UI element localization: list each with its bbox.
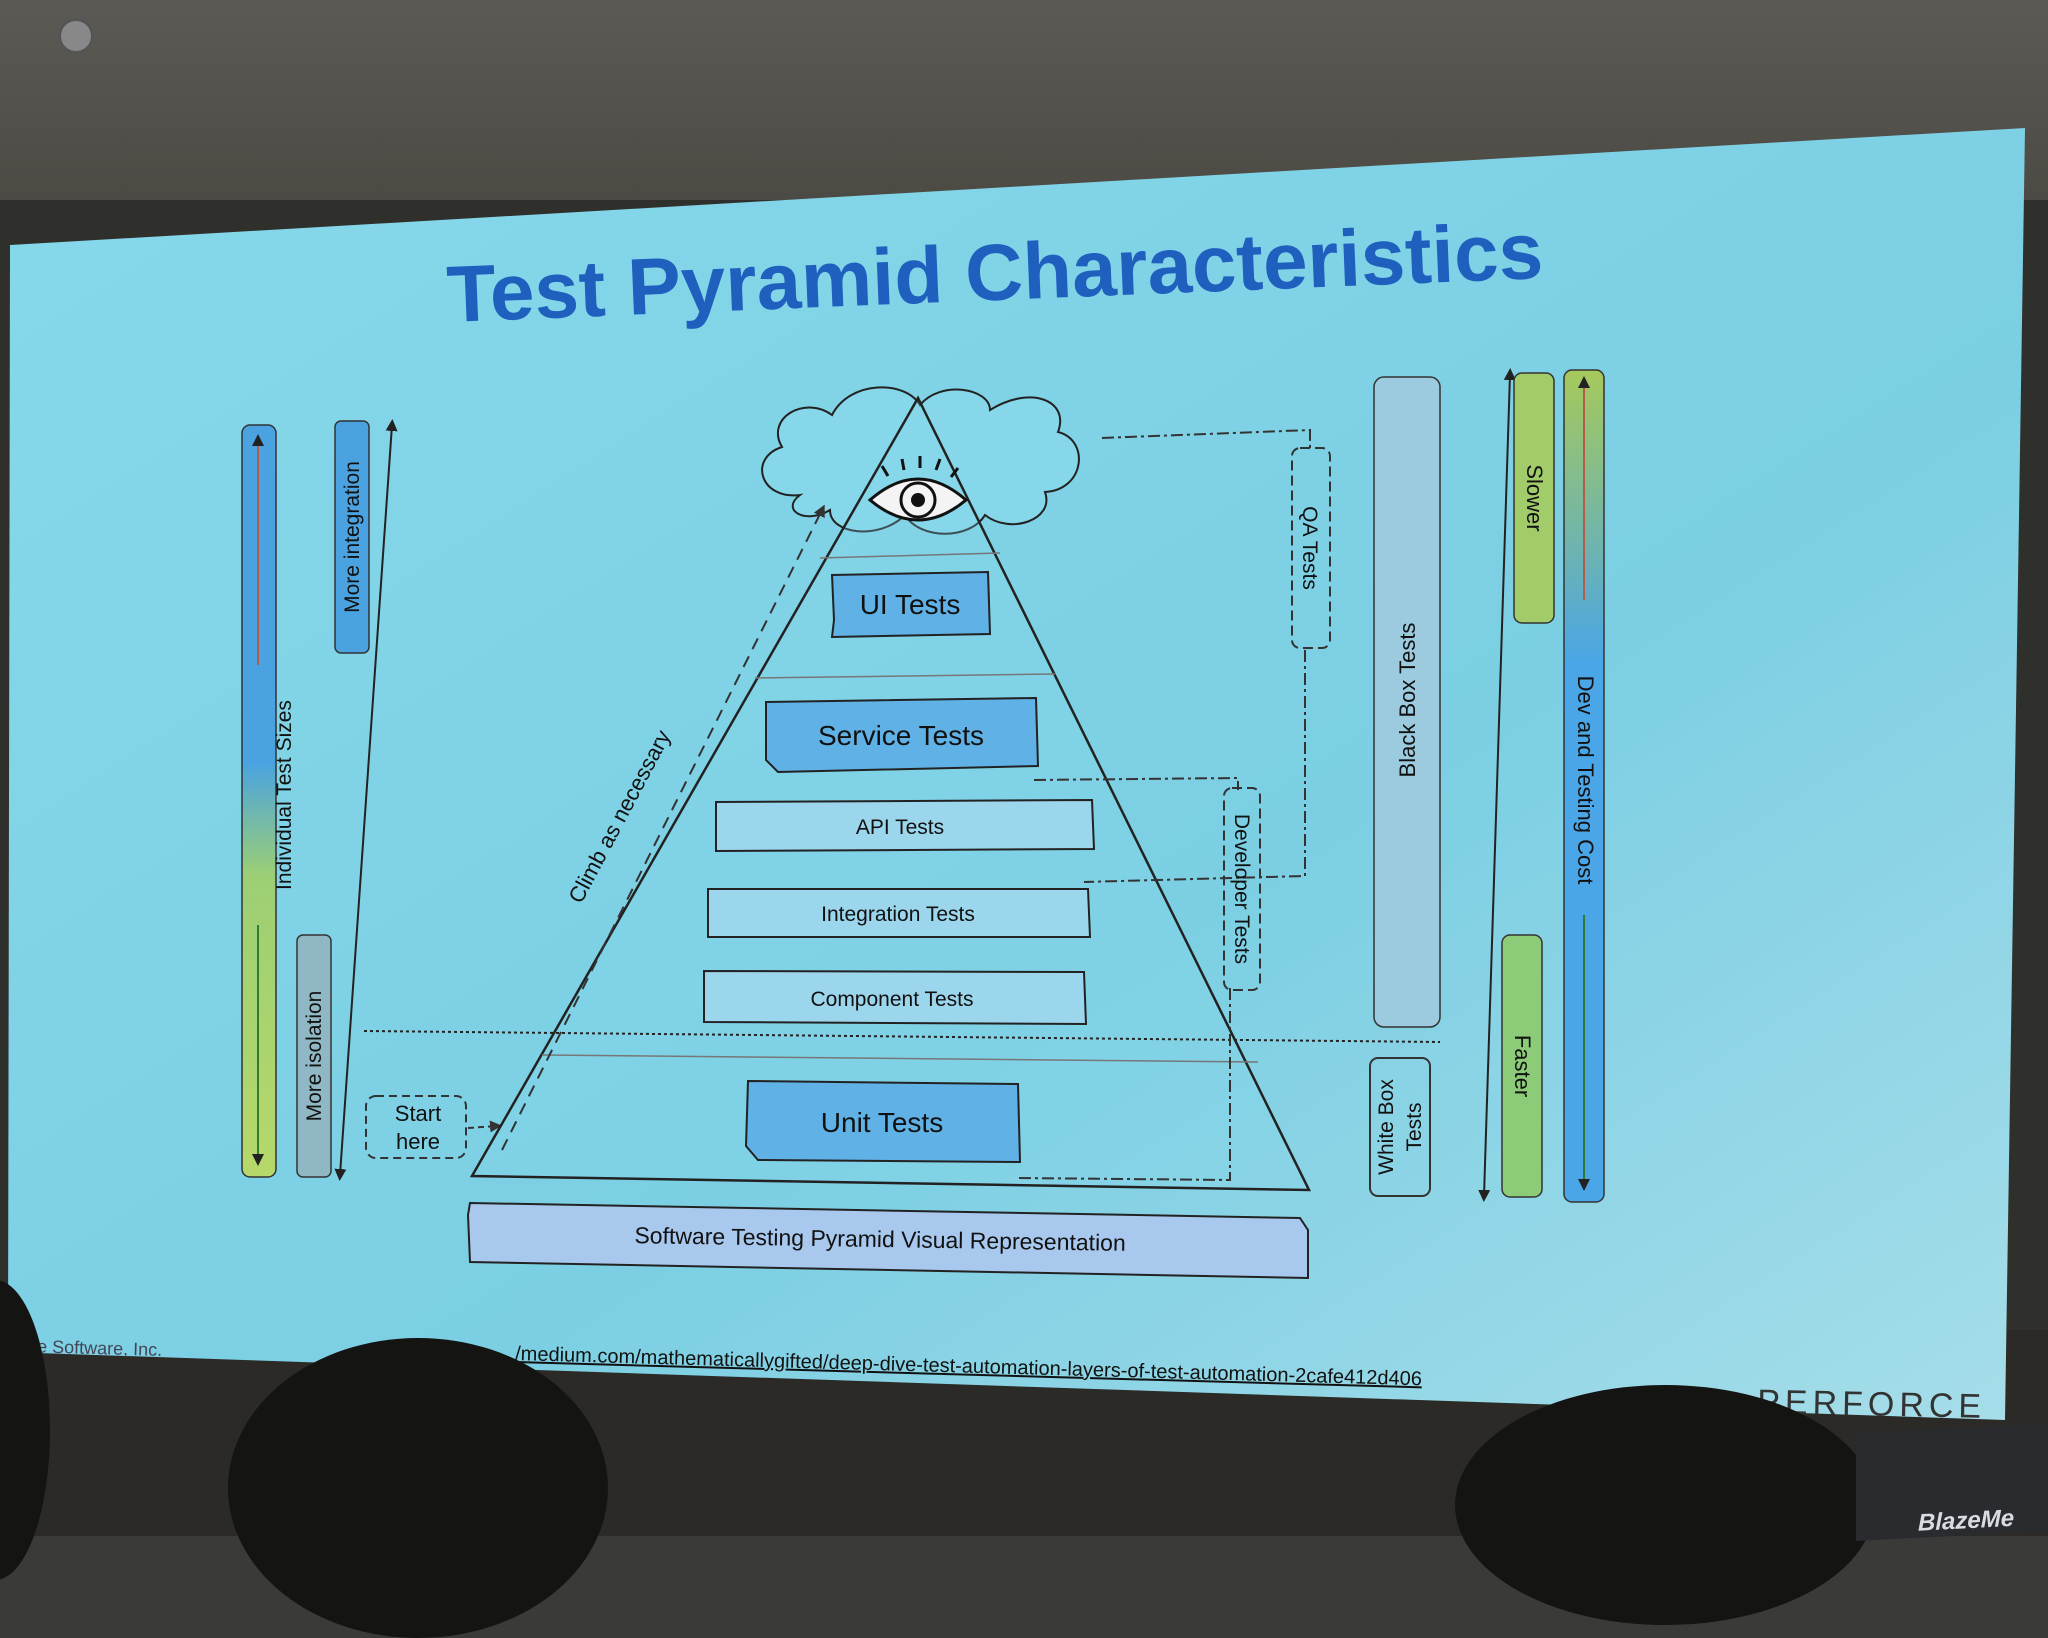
dev-testing-cost-bar xyxy=(1563,369,1605,1203)
more-integration-label: More integration xyxy=(341,461,364,613)
developer-tests-box xyxy=(1223,787,1261,991)
more-isolation-bar xyxy=(296,934,332,1178)
qa-tests-label: QA Tests xyxy=(1298,506,1321,590)
qa-tests-box xyxy=(1291,447,1331,649)
slower-label: Slower xyxy=(1522,464,1547,531)
dev-testing-cost-label: Dev and Testing Cost xyxy=(1573,676,1598,885)
eye-icon xyxy=(867,456,969,522)
black-box-tests-bar xyxy=(1373,376,1441,1028)
start-here-box xyxy=(365,1095,467,1159)
slide: Test Pyramid Characteristics Individual … xyxy=(8,128,2025,1426)
individual-test-sizes-label: Individual Test Sizes xyxy=(273,700,296,890)
more-isolation-label: More isolation xyxy=(303,991,326,1122)
test-group-connectors xyxy=(1017,428,1311,1182)
layer-integration: Integration Tests xyxy=(707,888,1092,938)
start-here-line1: Start xyxy=(395,1101,441,1126)
test-pyramid: Climb as necessary UI Tests Service Test… xyxy=(466,386,1312,1280)
layer-unit-label: Unit Tests xyxy=(821,1107,943,1138)
copyright-text: rce Software, Inc. xyxy=(22,1336,163,1360)
layer-api: API Tests xyxy=(715,798,1096,853)
layer-unit: Unit Tests xyxy=(744,1079,1022,1164)
speed-arrow xyxy=(1478,368,1516,1202)
pyramid-caption-bar xyxy=(466,1201,1309,1280)
laptop-brand-sticker: BlazeMe xyxy=(1918,1504,2015,1537)
start-here-line2: here xyxy=(396,1129,440,1154)
white-box-tests-line1: White Box xyxy=(1375,1079,1398,1175)
audience-head-center xyxy=(228,1338,608,1638)
integration-isolation-arrow xyxy=(334,419,398,1181)
pyramid-outline xyxy=(469,395,1312,1192)
sprinkler-icon xyxy=(58,18,94,54)
black-white-box-divider xyxy=(363,1030,1441,1043)
audience-head-right xyxy=(1455,1385,1875,1625)
black-box-tests-label: Black Box Tests xyxy=(1395,623,1420,778)
layer-component-label: Component Tests xyxy=(810,988,973,1011)
layer-service-label: Service Tests xyxy=(818,720,984,751)
layer-component: Component Tests xyxy=(703,969,1088,1026)
layer-ui: UI Tests xyxy=(830,570,992,639)
layer-api-label: API Tests xyxy=(856,816,944,839)
faster-bar xyxy=(1501,934,1543,1198)
individual-test-sizes-bar xyxy=(241,424,277,1178)
faster-label: Faster xyxy=(1510,1035,1535,1097)
left-axis: Individual Test Sizes More integration M… xyxy=(241,419,398,1181)
white-box-tests-box xyxy=(1369,1057,1431,1197)
white-box-tests-line2: Tests xyxy=(1403,1102,1426,1151)
developer-tests-label: Developer Tests xyxy=(1230,814,1253,964)
layer-ui-label: UI Tests xyxy=(860,589,961,620)
slower-bar xyxy=(1513,372,1555,624)
layer-integration-label: Integration Tests xyxy=(821,903,975,926)
layer-service: Service Tests xyxy=(765,696,1040,774)
laptop-corner: BlazeMe xyxy=(1856,1422,2048,1542)
